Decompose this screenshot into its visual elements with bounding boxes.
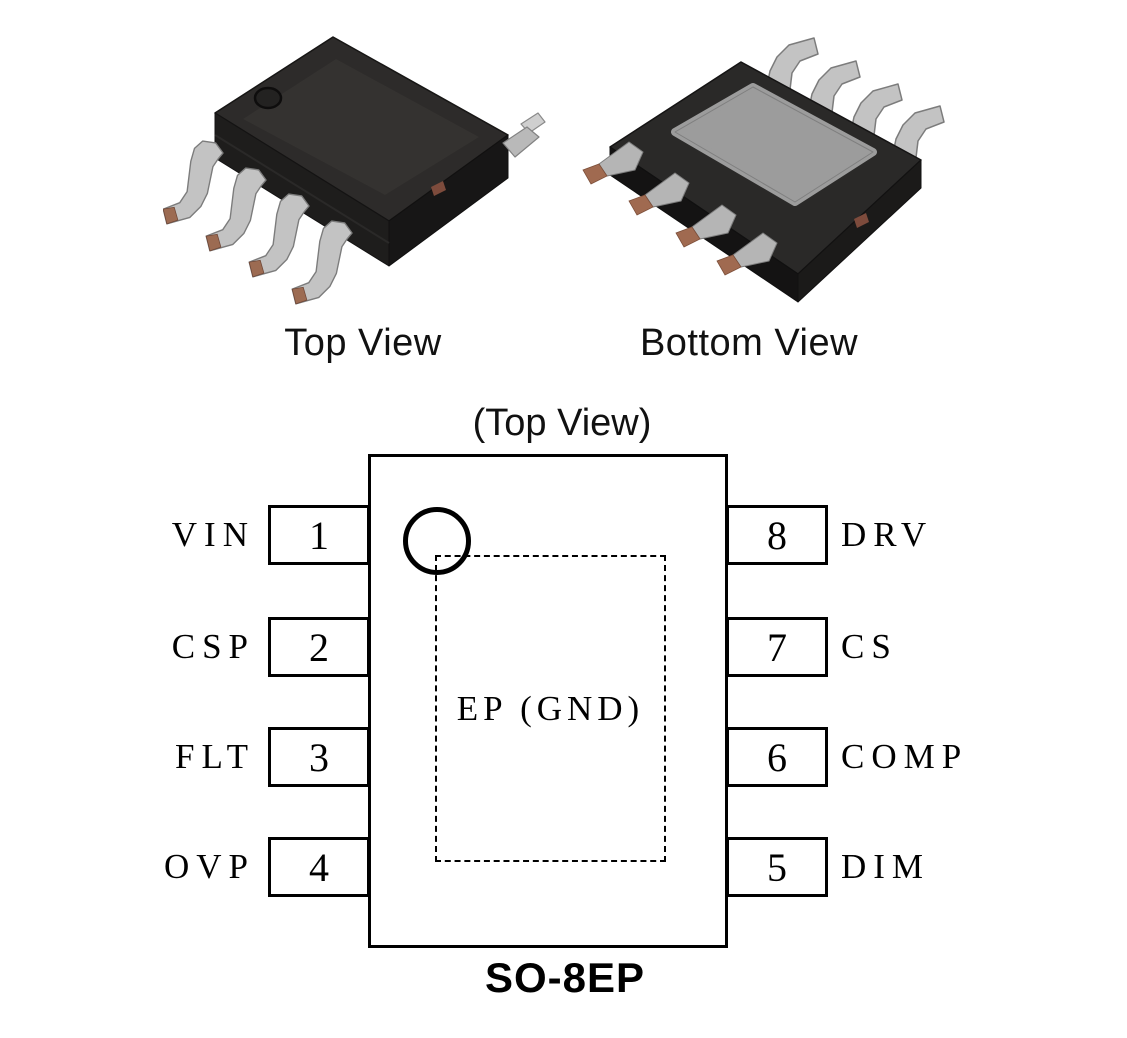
pin-box-8: 8 bbox=[726, 505, 828, 565]
pin-number: 6 bbox=[767, 734, 787, 780]
pin1-indicator-circle bbox=[403, 507, 471, 575]
package-3d-bottom-view-image bbox=[582, 37, 945, 303]
pin-label-ovp: OVP bbox=[163, 847, 255, 886]
pin-number: 2 bbox=[309, 624, 329, 670]
pin-box-7: 7 bbox=[726, 617, 828, 677]
pin1-dimple-marker bbox=[253, 86, 283, 110]
pin-label-comp: COMP bbox=[841, 737, 969, 776]
copper-mark bbox=[854, 213, 869, 228]
exposed-pad-outline: EP (GND) bbox=[435, 555, 666, 862]
pin-box-3: 3 bbox=[268, 727, 370, 787]
package-top-plateau bbox=[243, 59, 479, 195]
pin-box-2: 2 bbox=[268, 617, 370, 677]
right-corner-pin bbox=[502, 112, 546, 158]
pinout-title: (Top View) bbox=[472, 402, 652, 444]
pin-label-drv: DRV bbox=[841, 515, 934, 554]
pin-number: 8 bbox=[767, 512, 787, 558]
pin-number: 5 bbox=[767, 844, 787, 890]
pin-number: 1 bbox=[309, 512, 329, 558]
pin-label-csp: CSP bbox=[171, 627, 255, 666]
package-body bbox=[214, 36, 509, 267]
copper-mark bbox=[431, 181, 446, 196]
pin-label-cs: CS bbox=[841, 627, 898, 666]
package-name: SO-8EP bbox=[484, 954, 646, 1001]
pin-box-6: 6 bbox=[726, 727, 828, 787]
pin-number: 7 bbox=[767, 624, 787, 670]
exposed-pad-label: EP (GND) bbox=[456, 688, 645, 728]
pin-number: 4 bbox=[309, 844, 329, 890]
pin-box-4: 4 bbox=[268, 837, 370, 897]
pin-box-1: 1 bbox=[268, 505, 370, 565]
pin-label-dim: DIM bbox=[841, 847, 931, 886]
exposed-pad-edge bbox=[674, 86, 874, 203]
top-view-caption: Top View bbox=[284, 322, 442, 364]
underside-pins bbox=[582, 141, 778, 276]
pin-label-flt: FLT bbox=[174, 737, 255, 776]
bottom-view-caption: Bottom View bbox=[639, 322, 859, 364]
pin-label-vin: VIN bbox=[171, 515, 255, 554]
package-3d-top-view-image bbox=[163, 36, 546, 305]
pin-box-5: 5 bbox=[726, 837, 828, 897]
pin-number: 3 bbox=[309, 734, 329, 780]
